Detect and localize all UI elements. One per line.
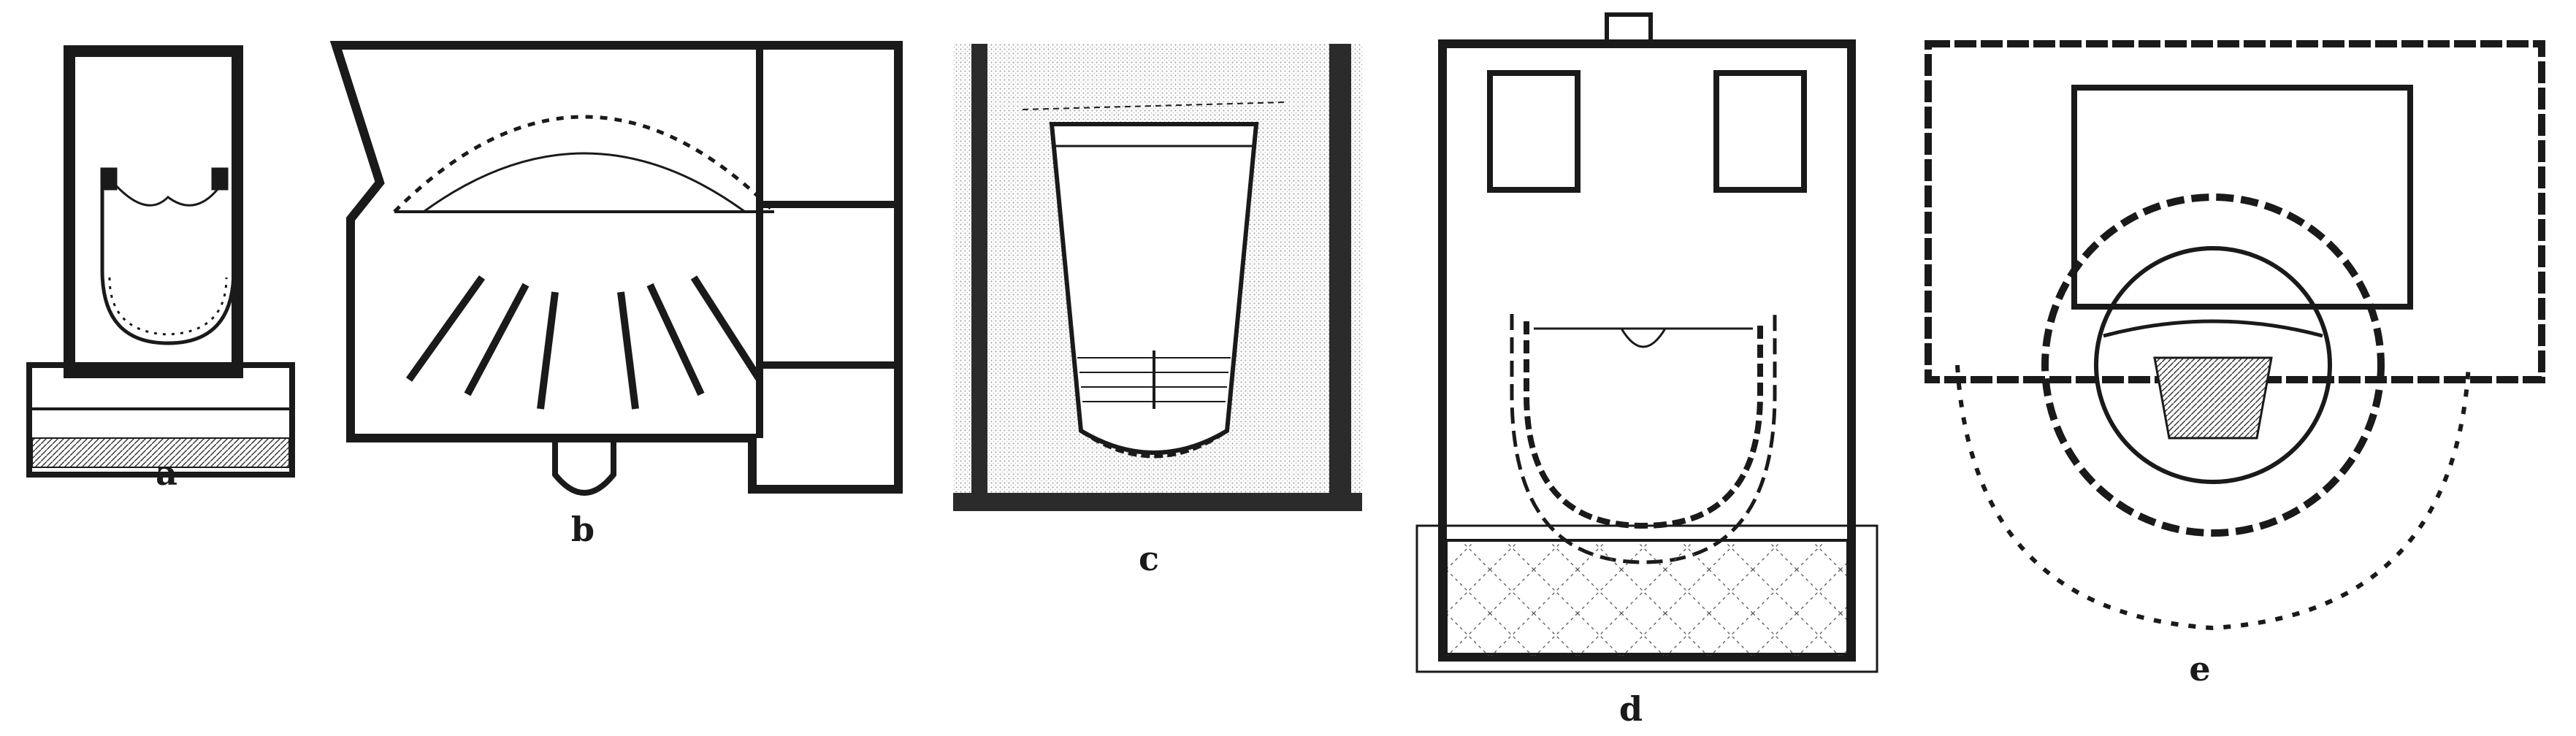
plan-c-seating xyxy=(1077,350,1231,409)
plan-e-stage xyxy=(2071,85,2413,310)
plan-e xyxy=(1925,40,2545,631)
plan-d-horseshoe xyxy=(1524,321,1763,529)
plan-a-foyer xyxy=(26,362,295,478)
plan-b-apse xyxy=(552,438,616,496)
plan-a-auditorium xyxy=(100,168,236,345)
plan-b-outer-wall xyxy=(329,41,903,494)
plan-a-pier-left xyxy=(100,167,118,191)
label-e: e xyxy=(2189,649,2211,689)
plan-b-radial-stairs xyxy=(405,275,763,410)
plan-e-circle-outer xyxy=(2041,193,2385,537)
plan-a xyxy=(26,45,295,478)
plan-e-outer-ring xyxy=(1955,364,2471,631)
plan-a-boxes xyxy=(108,277,228,336)
label-d: d xyxy=(1618,689,1643,729)
plan-d xyxy=(1415,12,1879,673)
plan-b xyxy=(329,41,903,496)
label-c: c xyxy=(1138,539,1160,578)
plan-a-pier-right xyxy=(211,167,229,191)
label-b: b xyxy=(570,510,595,549)
plan-b-horseshoe xyxy=(393,115,776,213)
label-a: a xyxy=(156,453,177,493)
plan-e-seating xyxy=(2153,356,2273,440)
plan-e-outer-wall xyxy=(1925,40,2545,383)
plan-d-vestibule xyxy=(1445,539,1849,659)
plan-a-stage-line xyxy=(112,181,224,207)
plan-a-outer-wall xyxy=(64,45,243,378)
plan-b-stage-arc xyxy=(423,152,746,213)
plan-c xyxy=(953,44,1362,511)
plan-a-portico xyxy=(31,437,290,468)
plan-e-circle-inner xyxy=(2094,246,2332,484)
